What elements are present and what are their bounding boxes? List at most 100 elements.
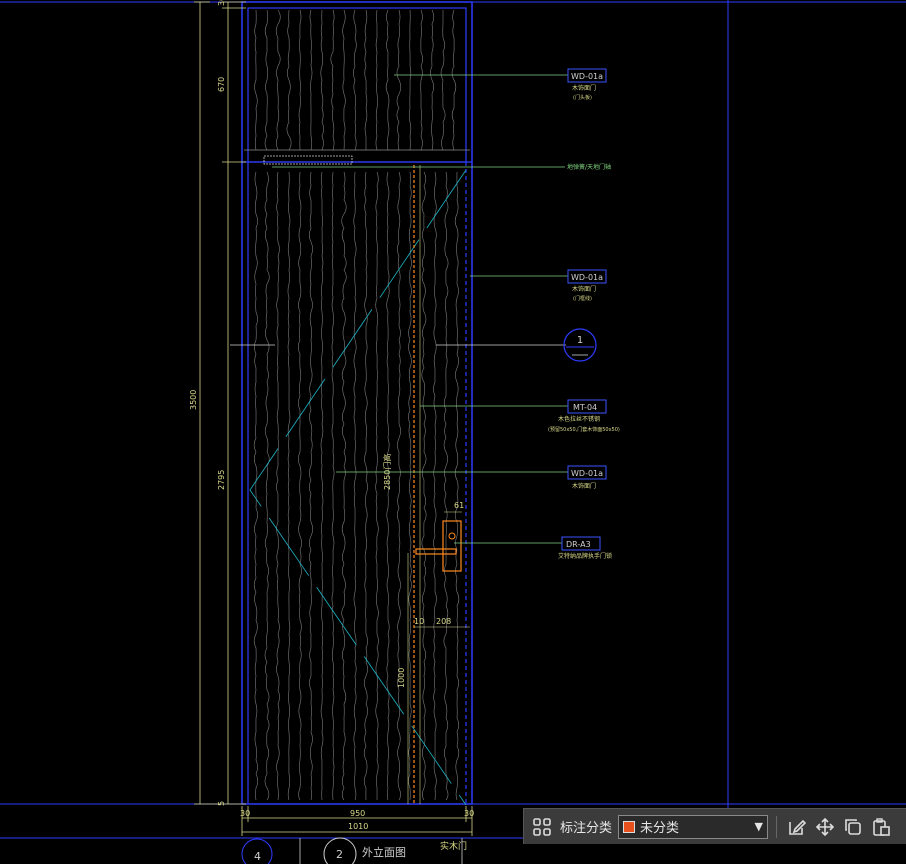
tag-wd01a-frame[interactable]: WD-01a 木饰面门 (门框线) bbox=[470, 269, 607, 302]
door-outer-frame bbox=[241, 1, 473, 805]
paste-icon bbox=[873, 817, 890, 836]
handle-plate bbox=[442, 520, 462, 572]
wood-grain-line bbox=[396, 9, 402, 151]
wood-grain-line bbox=[353, 171, 357, 801]
tag-code: MT-04 bbox=[573, 403, 597, 412]
wood-grain-line bbox=[353, 9, 357, 151]
closer-note[interactable]: 地弹簧/天地门轴 bbox=[272, 163, 611, 171]
toolbar-separator bbox=[776, 815, 778, 838]
wood-grain-hatch bbox=[253, 9, 460, 801]
tag-wd01a-transom[interactable]: WD-01a 木饰面门 (门头板) bbox=[394, 68, 607, 101]
left-dimension-lines bbox=[194, 1, 246, 805]
wood-grain-line bbox=[309, 9, 313, 151]
category-dropdown-value: 未分类 bbox=[640, 821, 680, 836]
wood-grain-line bbox=[341, 171, 347, 801]
wood-grain-line bbox=[375, 171, 379, 801]
tag-sub: (门框线) bbox=[573, 295, 592, 302]
tag-desc: 艾特纳品牌执手门锁 bbox=[558, 552, 612, 560]
tag-code: WD-01a bbox=[571, 469, 603, 478]
view-title: 外立面图 bbox=[362, 845, 406, 859]
wood-grain-line bbox=[375, 9, 378, 151]
dim-bottom-small: 5 bbox=[217, 801, 226, 806]
wood-grain-line bbox=[420, 9, 423, 151]
wood-grain-line bbox=[408, 171, 412, 801]
callout-4-circle[interactable] bbox=[241, 838, 273, 864]
dim-upper: 670 bbox=[217, 77, 226, 92]
move-button[interactable] bbox=[811, 813, 839, 841]
wood-grain-line bbox=[363, 171, 369, 801]
view-callout-number: 2 bbox=[336, 848, 343, 861]
wood-grain-line bbox=[254, 9, 258, 151]
tag-desc: 木饰面门 bbox=[572, 285, 596, 293]
grid-icon bbox=[533, 817, 551, 836]
callout-4-number: 4 bbox=[254, 850, 261, 863]
bottom-dimension-lines bbox=[241, 806, 473, 836]
wood-grain-line bbox=[264, 171, 270, 801]
wood-grain-line bbox=[330, 9, 335, 151]
dim-leaf: 950 bbox=[350, 809, 365, 818]
move-icon bbox=[815, 817, 835, 836]
wood-grain-line bbox=[421, 171, 427, 801]
wood-grain-line bbox=[320, 171, 324, 801]
tag-desc: 木饰面门 bbox=[572, 84, 596, 92]
section-number: 1 bbox=[577, 335, 583, 346]
tag-code: WD-01a bbox=[571, 72, 603, 81]
door-closer bbox=[263, 155, 353, 165]
copy-button[interactable] bbox=[839, 813, 867, 841]
wood-grain-line bbox=[286, 9, 292, 151]
wood-grain-line bbox=[297, 171, 302, 801]
view-subtitle: 实木门 bbox=[440, 840, 467, 852]
wood-grain-line bbox=[408, 9, 412, 151]
section-callout-circle[interactable] bbox=[563, 328, 597, 362]
wood-grain-line bbox=[264, 9, 269, 151]
wood-grain-line bbox=[454, 171, 460, 801]
wood-grain-line bbox=[309, 171, 313, 801]
dim-frame-right: 30 bbox=[464, 809, 474, 818]
chevron-down-icon: ▼ bbox=[754, 820, 764, 833]
dim-handle-height: 1000 bbox=[397, 668, 406, 688]
dim-total: 1010 bbox=[348, 822, 368, 831]
edit-button[interactable] bbox=[783, 813, 811, 841]
wood-grain-line bbox=[386, 171, 390, 801]
tag-sub: (门头板) bbox=[573, 94, 592, 101]
wood-grain-line bbox=[397, 171, 401, 801]
dim-frame-left: 30 bbox=[240, 809, 250, 818]
wood-grain-line bbox=[451, 9, 457, 151]
tag-code: DR-A3 bbox=[566, 540, 591, 549]
wood-grain-line bbox=[433, 171, 437, 801]
annotation-toolbar: 标注分类 未分类 ▼ bbox=[523, 808, 906, 844]
copy-icon bbox=[845, 818, 861, 835]
wood-grain-line bbox=[443, 171, 449, 801]
wood-grain-line bbox=[287, 171, 291, 801]
wood-grain-line bbox=[440, 9, 446, 151]
category-grid-button[interactable] bbox=[528, 813, 556, 841]
wood-grain-line bbox=[364, 9, 368, 151]
paste-button[interactable] bbox=[867, 813, 895, 841]
tag-desc: 木饰面门 bbox=[572, 482, 596, 490]
wood-grain-line bbox=[331, 171, 335, 801]
tag-wd01a-leaf[interactable]: WD-01a 木饰面门 bbox=[336, 465, 607, 490]
edit-icon bbox=[789, 819, 807, 835]
category-label: 标注分类 bbox=[560, 821, 613, 836]
dim-top: 30 bbox=[217, 0, 226, 6]
dim-handle-x1: 10 bbox=[414, 617, 424, 626]
wood-grain-line bbox=[298, 9, 302, 151]
tag-desc: 木色拉丝不锈钢 bbox=[558, 415, 600, 423]
dim-handle-x2: 208 bbox=[436, 617, 451, 626]
tag-sub: (预留50x50,门套木饰面50x50) bbox=[548, 426, 620, 433]
wood-grain-line bbox=[253, 171, 259, 801]
handle-cylinder bbox=[448, 532, 456, 540]
dim-handle-offset: 61 bbox=[454, 501, 464, 510]
door-swing-lines bbox=[249, 169, 467, 806]
wood-grain-line bbox=[275, 9, 281, 151]
view-callout-circle[interactable] bbox=[323, 837, 357, 864]
tag-dra3[interactable]: DR-A3 艾特纳品牌执手门锁 bbox=[454, 536, 612, 560]
category-dropdown[interactable]: 未分类 ▼ bbox=[618, 814, 769, 839]
tag-mt04[interactable]: MT-04 木色拉丝不锈钢 (预留50x50,门套木饰面50x50) bbox=[420, 399, 620, 433]
wood-grain-line bbox=[430, 9, 435, 151]
dim-overall: 3500 bbox=[189, 390, 198, 410]
tag-code: WD-01a bbox=[571, 273, 603, 282]
wood-grain-line bbox=[385, 9, 390, 151]
closer-note-text: 地弹簧/天地门轴 bbox=[567, 163, 611, 171]
